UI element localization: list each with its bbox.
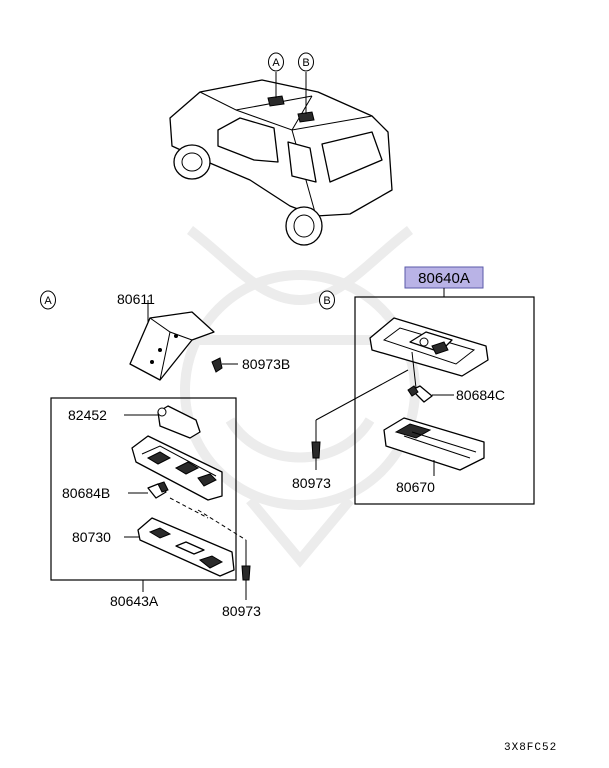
svg-text:B: B [302, 57, 309, 69]
label-82452: 82452 [68, 407, 107, 423]
section-b-marker: B [319, 290, 335, 310]
clip-82452 [157, 405, 201, 439]
car-marker-a: A [268, 52, 284, 72]
screw-80973-b [311, 441, 321, 459]
label-80973-b: 80973 [292, 475, 331, 491]
label-80684C: 80684C [456, 387, 505, 403]
label-80684B: 80684B [62, 485, 110, 501]
section-a-marker: A [40, 290, 56, 310]
label-80973B: 80973B [242, 356, 290, 372]
label-80973-a: 80973 [222, 603, 261, 619]
watermark-emblem [180, 226, 420, 568]
diagram-code: 3X8FC52 [504, 742, 557, 754]
bracket-80611 [129, 311, 215, 381]
car-marker-b: B [298, 52, 314, 72]
svg-text:A: A [44, 295, 52, 307]
lens-80670 [383, 417, 485, 471]
lens-80730 [137, 517, 235, 577]
roof-mark-b [297, 111, 315, 123]
lamp-housing [131, 435, 223, 501]
label-80670: 80670 [396, 479, 435, 495]
screw-80973B [211, 357, 223, 373]
svg-text:B: B [323, 295, 330, 307]
vehicle-illustration [169, 72, 393, 246]
label-80730: 80730 [72, 529, 111, 545]
svg-text:80640A: 80640A [418, 270, 470, 287]
assembly-label-80640A[interactable]: 80640A [404, 266, 484, 289]
label-80611: 80611 [117, 291, 155, 307]
label-80643A: 80643A [110, 593, 159, 609]
screw-80973-a [241, 565, 251, 581]
bulb-80684C [407, 385, 433, 403]
svg-text:A: A [272, 57, 280, 69]
assembly-box-80640A [354, 296, 535, 505]
bulb-80684B [147, 481, 169, 499]
lamp-cover [369, 317, 489, 377]
roof-mark-a [267, 95, 285, 107]
